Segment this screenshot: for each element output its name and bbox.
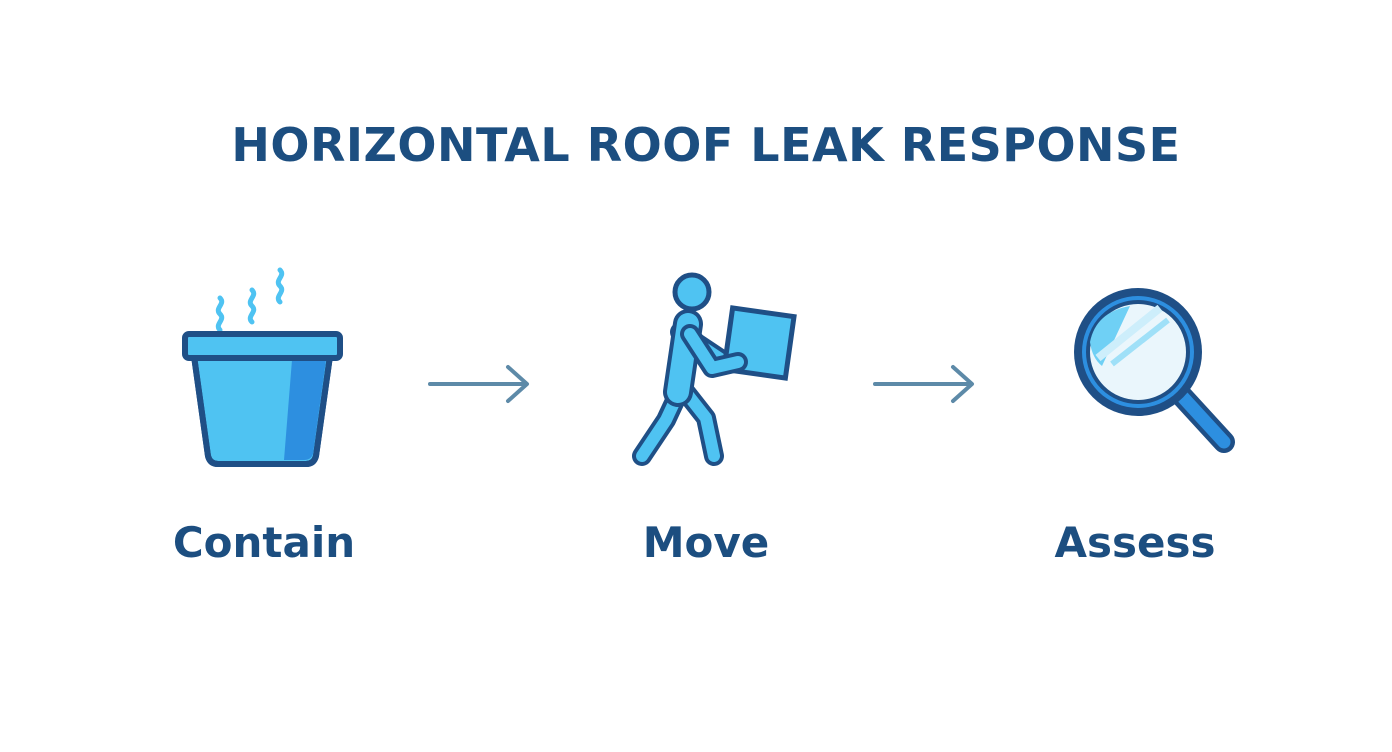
arrow-right-icon: [873, 362, 979, 406]
step-label-contain: Contain: [172, 518, 356, 567]
person-carrying-box-icon: [630, 272, 805, 472]
arrow-right-icon: [428, 362, 534, 406]
step-label-move: Move: [642, 518, 770, 567]
step-label-assess: Assess: [1054, 518, 1216, 567]
diagram-title: HORIZONTAL ROOF LEAK RESPONSE: [231, 118, 1181, 172]
bucket-icon: [180, 267, 350, 472]
magnifying-glass-icon: [1068, 282, 1238, 462]
